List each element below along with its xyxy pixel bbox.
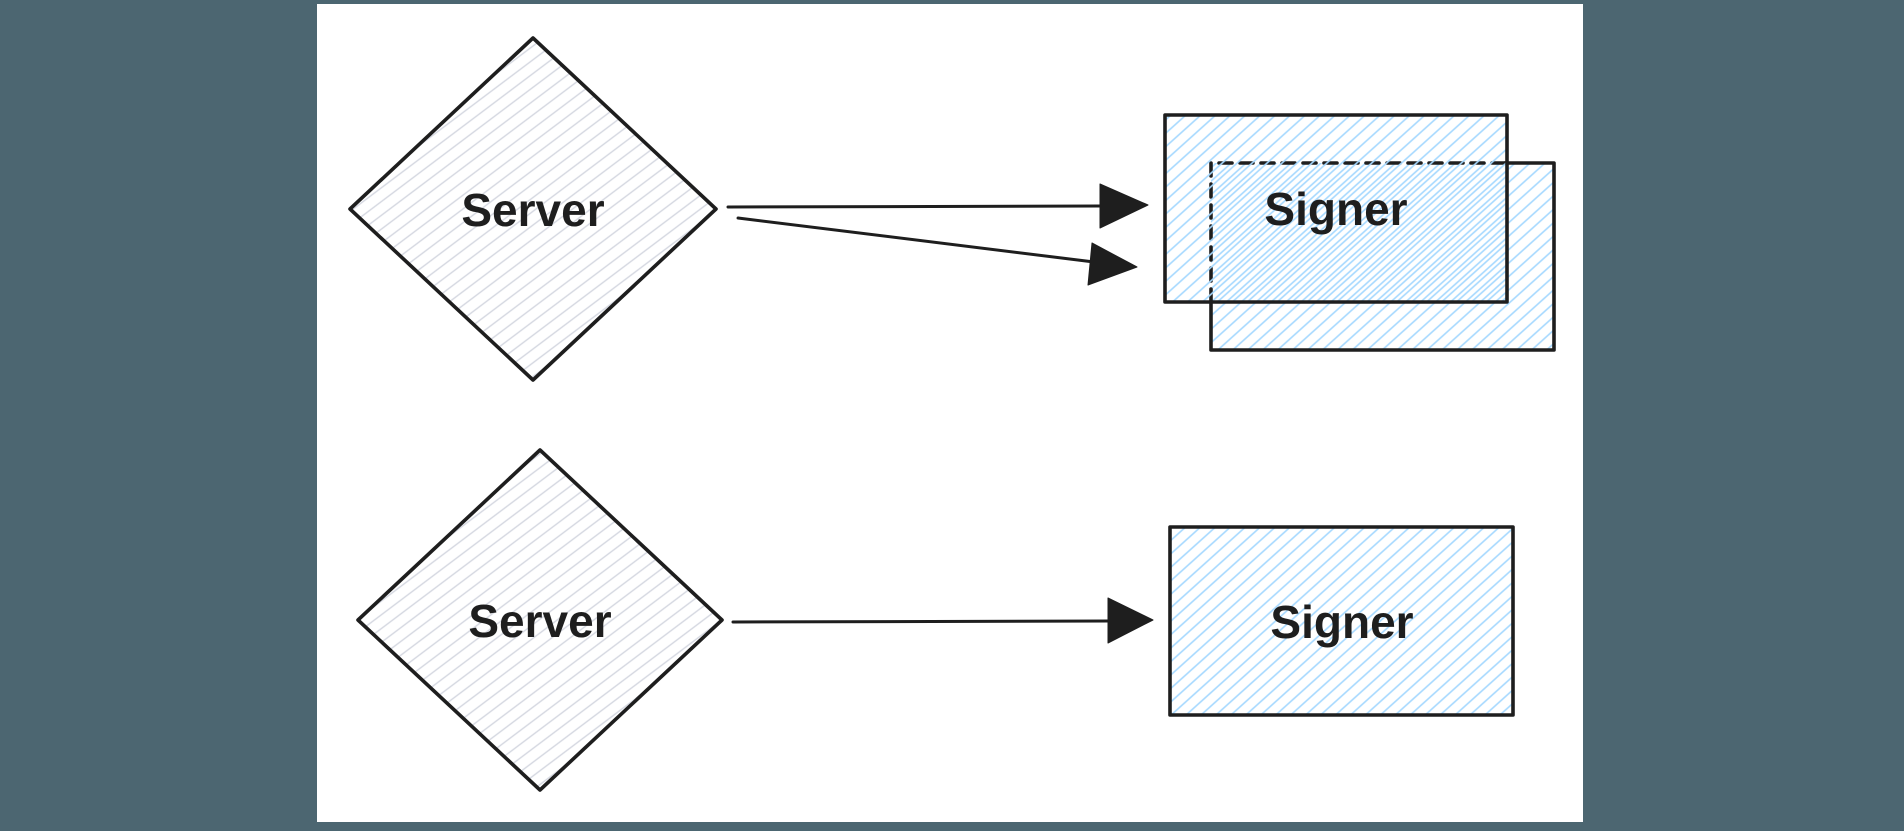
arrow-top-2: [736, 216, 1138, 286]
server-bottom-diamond: [356, 448, 724, 792]
top-flow: Server Signer: [348, 36, 1556, 382]
arrow-top-1-head-icon: [1099, 183, 1149, 229]
server-bottom-node: Server: [356, 448, 724, 792]
arrow-top-2-head-icon: [1087, 242, 1138, 286]
arrow-top-1-line: [726, 204, 1102, 209]
signer-top-label: Signer: [1264, 183, 1407, 235]
server-top-diamond: [348, 36, 718, 382]
arrow-top-1: [726, 183, 1149, 229]
arrow-bottom-head-icon: [1107, 597, 1154, 644]
arrow-bottom-line: [731, 619, 1112, 624]
signer-bottom-label: Signer: [1270, 596, 1413, 648]
arrow-top-2-line: [736, 216, 1096, 264]
signer-top-node: Signer: [1163, 113, 1509, 304]
server-top-node: Server: [348, 36, 718, 382]
server-top-label: Server: [461, 184, 604, 236]
signer-bottom-rect: [1168, 525, 1515, 717]
bottom-flow: Server Signer: [356, 448, 1515, 792]
signer-bottom-node: Signer: [1168, 525, 1515, 717]
signer-top-back-visible-edges: [1209, 161, 1556, 352]
signer-top-rect: [1163, 113, 1509, 304]
arrow-bottom: [731, 597, 1154, 644]
server-bottom-label: Server: [468, 595, 611, 647]
